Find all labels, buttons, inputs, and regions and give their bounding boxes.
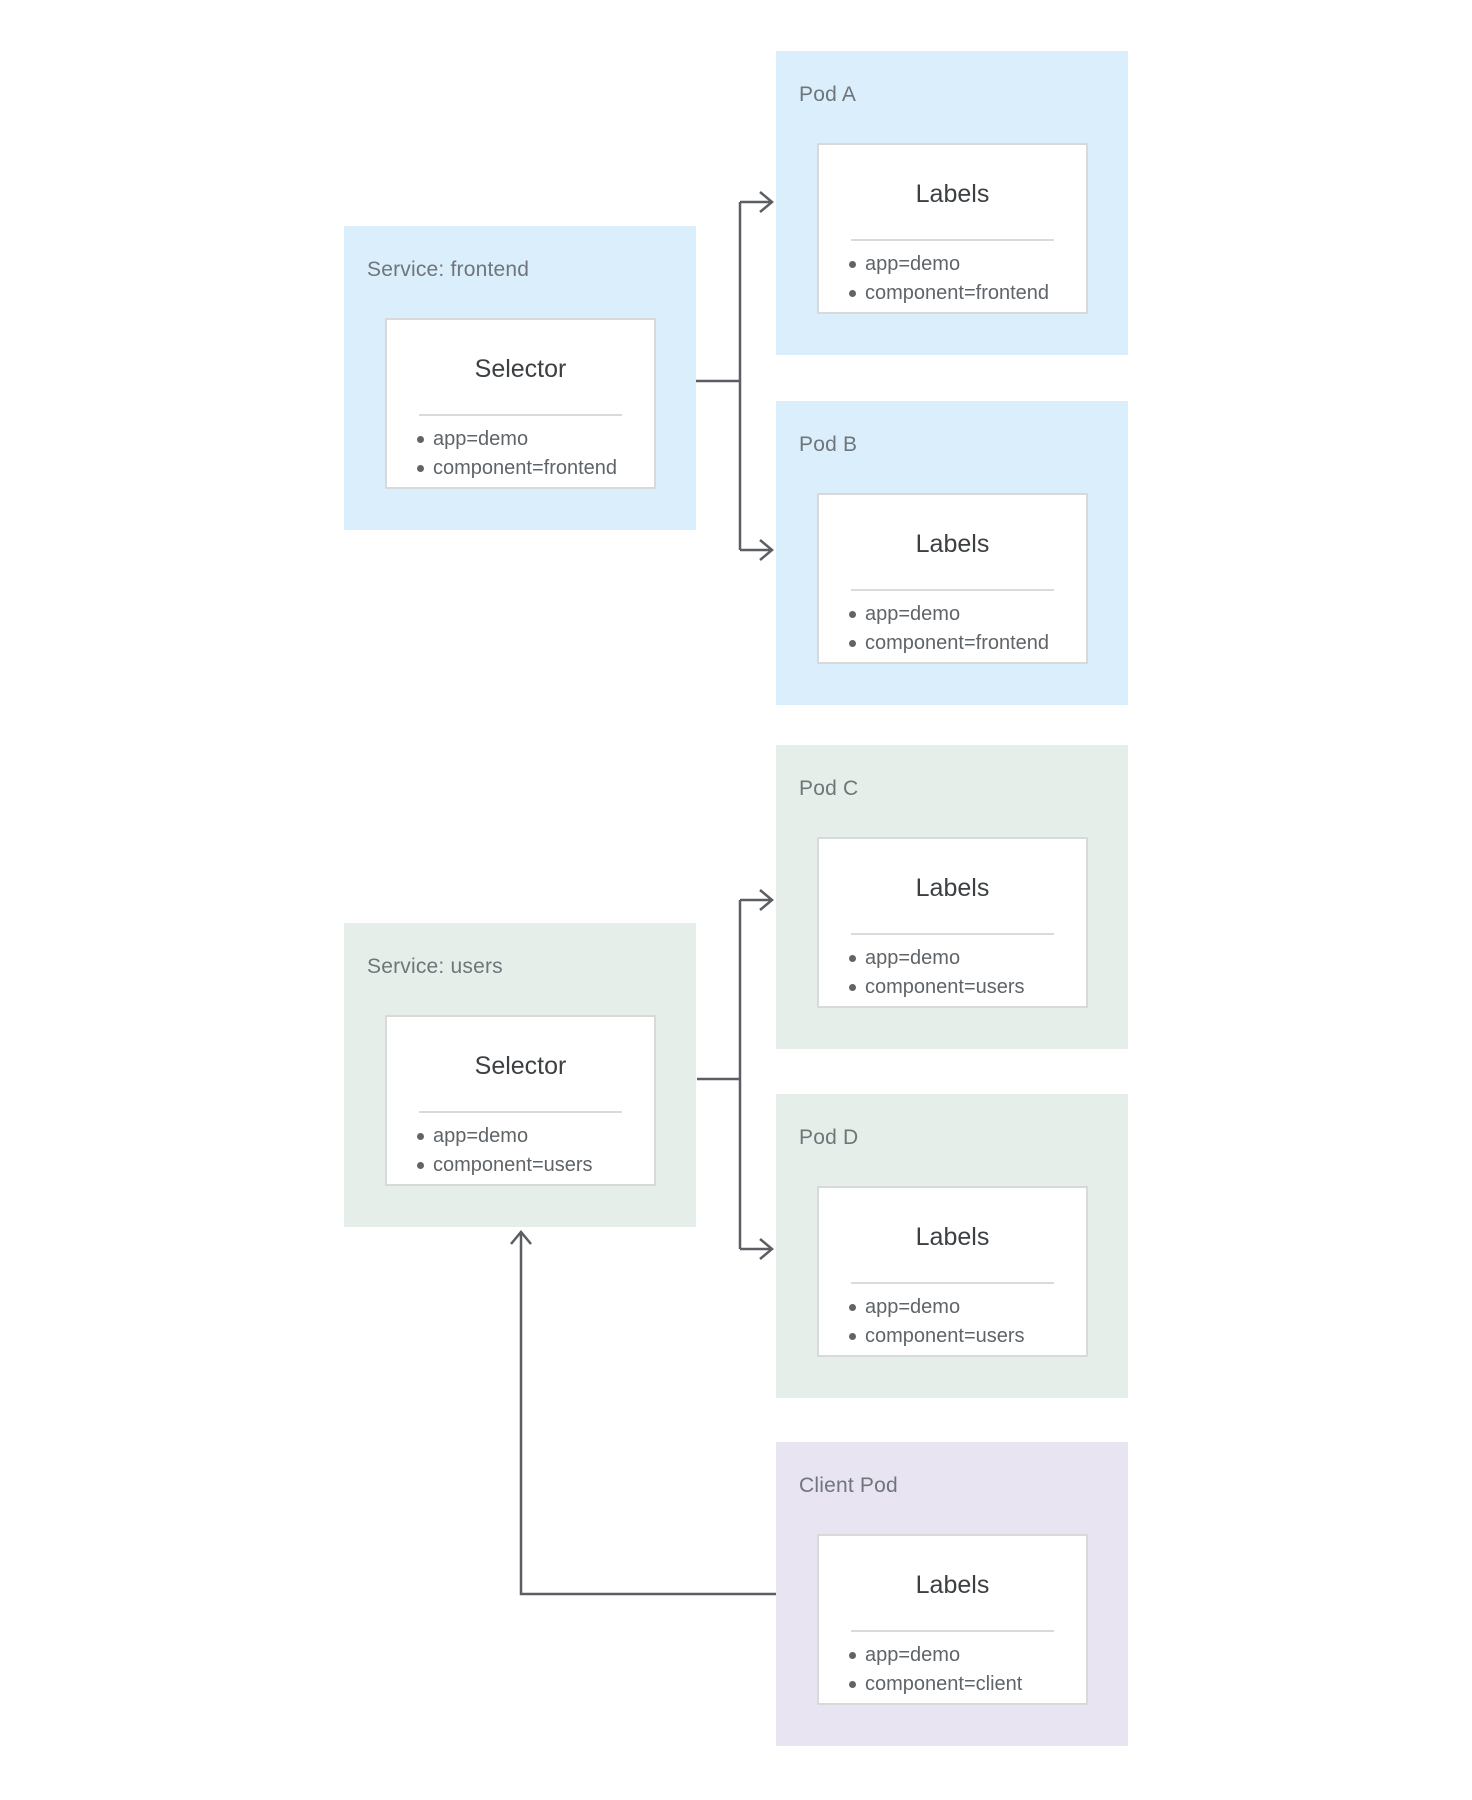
node-title: Pod B <box>799 433 858 456</box>
labels-card: Labels app=demo component=users <box>817 837 1088 1008</box>
label-list: app=demo component=frontend <box>819 600 1086 658</box>
arrowhead-right-icon <box>759 191 774 213</box>
arrowhead-right-icon <box>759 889 774 911</box>
card-divider <box>851 1630 1054 1632</box>
label-list: app=demo component=client <box>819 1641 1086 1699</box>
selector-card: Selector app=demo component=users <box>385 1015 656 1186</box>
selector-item: component=frontend <box>417 454 654 483</box>
selector-list: app=demo component=users <box>387 1122 654 1180</box>
arrowhead-right-icon <box>759 539 774 561</box>
card-title: Labels <box>915 1223 990 1251</box>
node-pod-c: Pod C Labels app=demo component=users <box>776 745 1128 1049</box>
card-divider <box>851 589 1054 591</box>
label-item: app=demo <box>849 250 1086 279</box>
node-pod-a: Pod A Labels app=demo component=frontend <box>776 51 1128 355</box>
label-item: component=frontend <box>849 279 1086 308</box>
label-item: app=demo <box>849 944 1086 973</box>
labels-card: Labels app=demo component=users <box>817 1186 1088 1357</box>
card-title: Labels <box>915 530 990 558</box>
card-divider <box>851 239 1054 241</box>
card-title: Labels <box>915 180 990 208</box>
node-title: Pod D <box>799 1126 859 1149</box>
labels-card: Labels app=demo component=frontend <box>817 493 1088 664</box>
connector-line <box>519 1233 776 1596</box>
node-title: Service: users <box>367 955 503 978</box>
card-title: Labels <box>915 874 990 902</box>
label-item: component=users <box>849 1322 1086 1351</box>
card-divider <box>419 414 622 416</box>
label-list: app=demo component=users <box>819 1293 1086 1351</box>
labels-card: Labels app=demo component=client <box>817 1534 1088 1705</box>
node-title: Pod C <box>799 777 859 800</box>
node-client-pod: Client Pod Labels app=demo component=cli… <box>776 1442 1128 1746</box>
label-item: app=demo <box>849 1293 1086 1322</box>
card-divider <box>851 1282 1054 1284</box>
selector-item: app=demo <box>417 425 654 454</box>
node-title: Service: frontend <box>367 258 530 281</box>
connector-line <box>696 200 770 552</box>
connector-line <box>697 898 770 1251</box>
label-item: app=demo <box>849 600 1086 629</box>
card-title: Selector <box>474 355 567 383</box>
label-list: app=demo component=frontend <box>819 250 1086 308</box>
selector-card: Selector app=demo component=frontend <box>385 318 656 489</box>
node-service-users: Service: users Selector app=demo compone… <box>344 923 696 1227</box>
label-item: component=frontend <box>849 629 1086 658</box>
label-item: component=client <box>849 1670 1086 1699</box>
selector-list: app=demo component=frontend <box>387 425 654 483</box>
card-divider <box>851 933 1054 935</box>
label-list: app=demo component=users <box>819 944 1086 1002</box>
node-pod-d: Pod D Labels app=demo component=users <box>776 1094 1128 1398</box>
node-service-frontend: Service: frontend Selector app=demo comp… <box>344 226 696 530</box>
connector-service-frontend-to-pods <box>696 191 774 561</box>
selector-item: component=users <box>417 1151 654 1180</box>
connector-service-users-to-pods <box>697 889 774 1260</box>
label-item: component=users <box>849 973 1086 1002</box>
card-title: Selector <box>474 1052 567 1080</box>
selector-item: app=demo <box>417 1122 654 1151</box>
node-title: Client Pod <box>799 1474 898 1497</box>
label-item: app=demo <box>849 1641 1086 1670</box>
node-title: Pod A <box>799 83 857 106</box>
arrowhead-up-icon <box>510 1230 532 1245</box>
card-title: Labels <box>915 1571 990 1599</box>
arrowhead-right-icon <box>759 1238 774 1260</box>
card-divider <box>419 1111 622 1113</box>
node-pod-b: Pod B Labels app=demo component=frontend <box>776 401 1128 705</box>
connector-client-pod-to-service-users <box>510 1230 776 1596</box>
labels-card: Labels app=demo component=frontend <box>817 143 1088 314</box>
